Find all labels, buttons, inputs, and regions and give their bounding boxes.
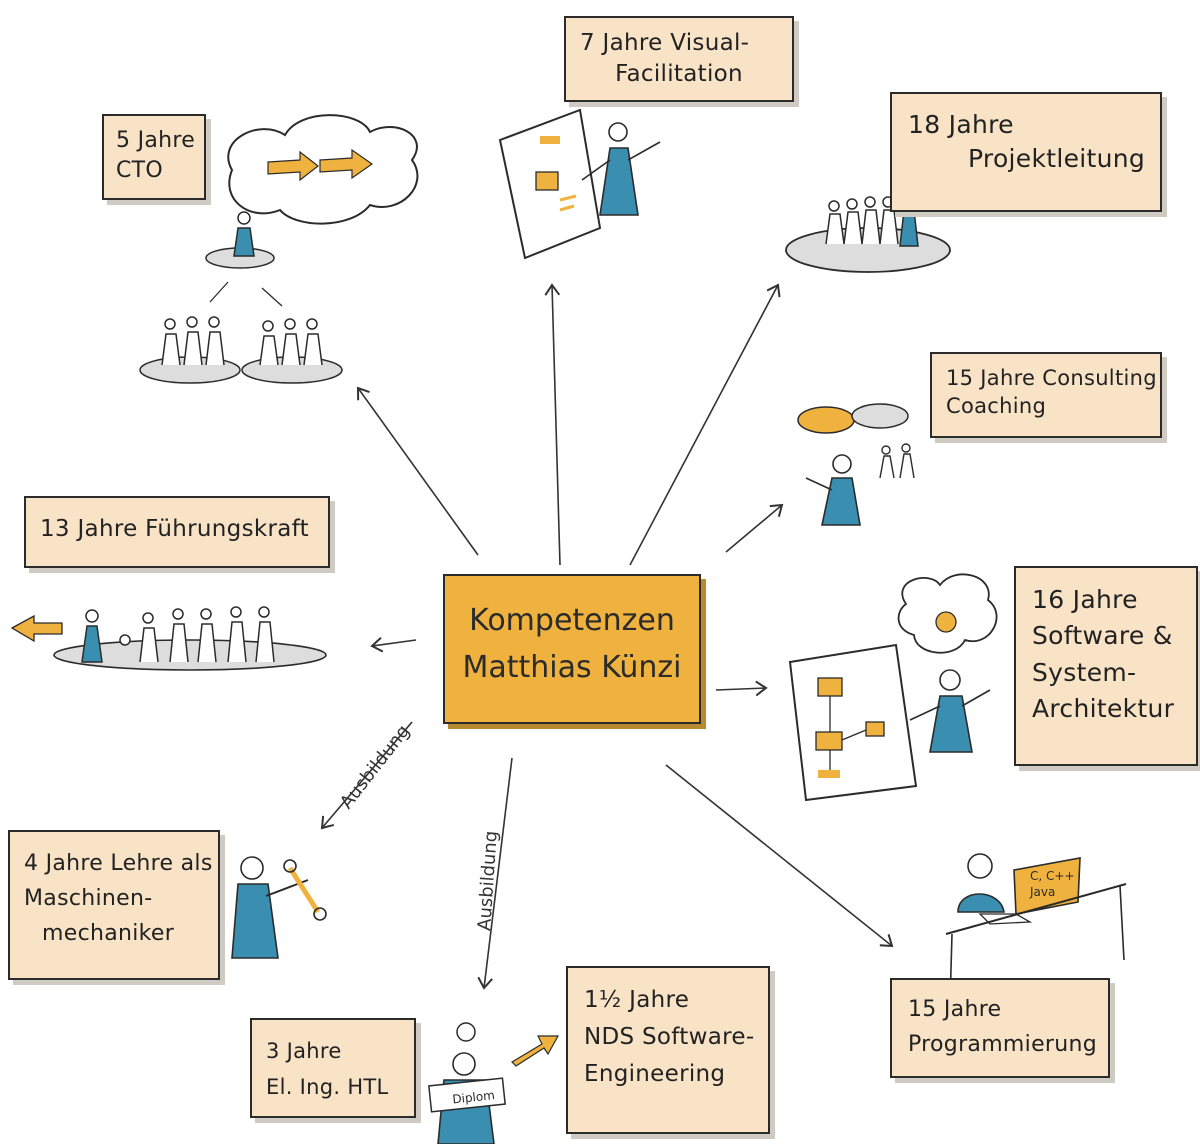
- node-nds-line2: NDS Software-: [584, 1023, 755, 1050]
- node-cto-line1: 5 Jahre: [116, 128, 196, 153]
- node-architektur-line1: 16 Jahre: [1032, 585, 1138, 614]
- cto-illustration: [139, 114, 419, 384]
- node-nds: 1½ Jahre NDS Software- Engineering: [566, 966, 770, 1134]
- node-architektur-line3: System-: [1032, 657, 1137, 687]
- arrow-to-visual: [544, 283, 561, 566]
- node-cto-line2: CTO: [116, 157, 164, 183]
- center-node: Kompetenzen Matthias Künzi: [443, 574, 701, 724]
- node-projekt-line1: 18 Jahre: [908, 110, 1014, 139]
- node-htl-line2: El. Ing. HTL: [266, 1074, 389, 1099]
- node-architektur: 16 Jahre Software & System- Architektur: [1014, 566, 1198, 766]
- diploma-illustration: Diplom: [428, 1022, 560, 1144]
- node-projektleitung: 18 Jahre Projektleitung: [890, 92, 1162, 212]
- node-architektur-line2: Software &: [1032, 621, 1173, 651]
- node-htl: 3 Jahre El. Ing. HTL: [250, 1018, 416, 1118]
- programmierung-illustration: C, C++ Java: [945, 853, 1127, 1005]
- node-lehre: 4 Jahre Lehre als Maschinen- mechaniker: [8, 830, 220, 980]
- node-lehre-line1: 4 Jahre Lehre als: [24, 851, 213, 876]
- node-visual-line2: Facilitation: [615, 61, 743, 88]
- diploma-label: Diplom: [452, 1088, 496, 1106]
- arrow-to-cto: [356, 386, 479, 556]
- node-fuehrung-line1: 13 Jahre Führungskraft: [40, 516, 309, 542]
- arrow-to-fuehrung: [370, 636, 417, 653]
- node-cto: 5 Jahre CTO: [102, 114, 206, 200]
- laptop-text-line2: Java: [1029, 885, 1055, 899]
- consulting-illustration: [797, 403, 915, 526]
- arrow-to-projekt: [629, 283, 781, 566]
- node-lehre-line3: mechaniker: [42, 921, 175, 947]
- center-line2: Matthias Künzi: [462, 649, 682, 685]
- connector-arrows: [320, 283, 894, 990]
- arrow-to-architektur: [715, 680, 768, 697]
- node-programmierung-line2: Programmierung: [908, 1032, 1097, 1058]
- mechaniker-illustration: [231, 856, 327, 959]
- node-projekt-line2: Projektleitung: [968, 143, 1146, 173]
- visual-facilitation-illustration: [498, 108, 661, 260]
- arrow-to-programmierung: [665, 764, 894, 948]
- node-visual-facilitation: 7 Jahre Visual- Facilitation: [564, 16, 794, 102]
- architektur-illustration: [788, 573, 998, 802]
- node-consulting: 15 Jahre Consulting Coaching: [930, 352, 1162, 438]
- arrow-to-htl: [477, 757, 513, 990]
- node-fuehrungskraft: 13 Jahre Führungskraft: [24, 496, 330, 568]
- node-programmierung: 15 Jahre Programmierung: [890, 978, 1110, 1078]
- arrow-to-lehre: [320, 721, 413, 830]
- laptop-text-line1: C, C++: [1030, 869, 1075, 883]
- center-line1: Kompetenzen: [469, 603, 675, 638]
- node-programmierung-line1: 15 Jahre: [908, 997, 1002, 1022]
- projektleitung-illustration: [785, 193, 951, 273]
- node-nds-line1: 1½ Jahre: [584, 987, 690, 1013]
- node-consulting-line2: Coaching: [946, 394, 1047, 419]
- node-htl-line1: 3 Jahre: [266, 1039, 342, 1063]
- arrow-to-consulting: [725, 503, 784, 553]
- node-visual-line1: 7 Jahre Visual-: [580, 30, 750, 56]
- node-consulting-line1: 15 Jahre Consulting: [946, 366, 1157, 390]
- node-architektur-line4: Architektur: [1032, 693, 1175, 723]
- node-lehre-line2: Maschinen-: [24, 886, 153, 912]
- node-nds-line3: Engineering: [584, 1060, 726, 1087]
- fuehrung-illustration: [10, 606, 327, 671]
